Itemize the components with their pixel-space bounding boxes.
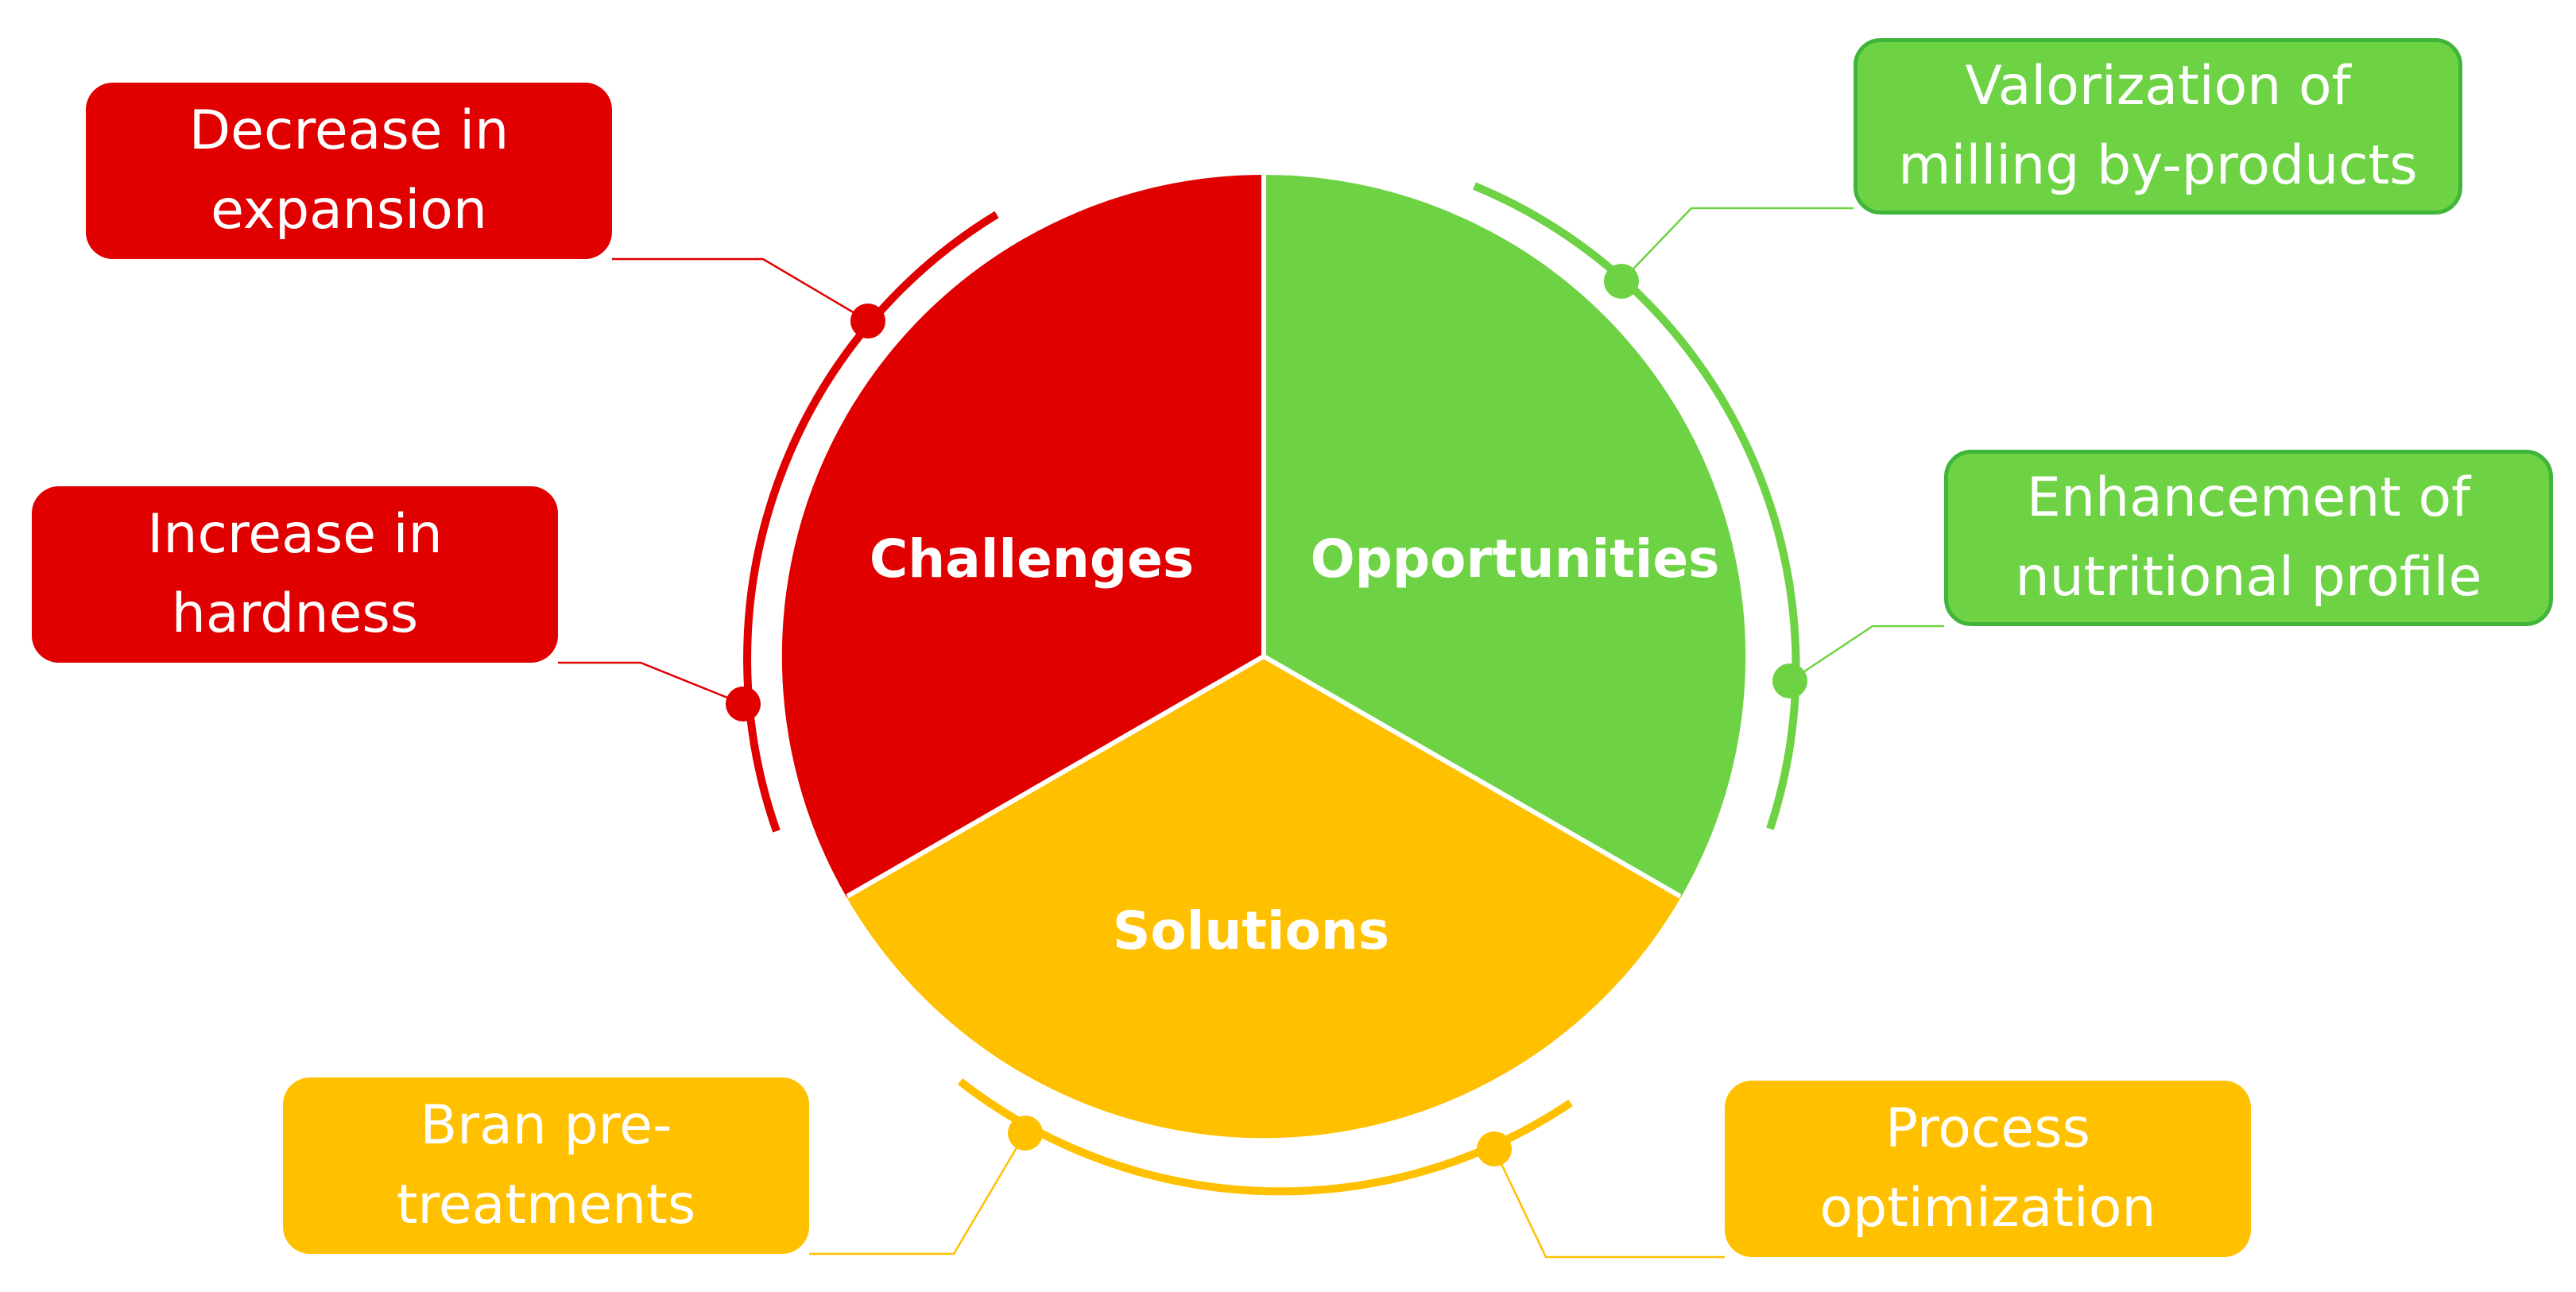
decrease-in-expansion-box: Decrease in expansion: [86, 83, 612, 259]
connector-lines: [558, 207, 1944, 1259]
increase-connector-dot: [726, 687, 761, 721]
box-line-2: optimization: [1819, 1177, 2156, 1240]
enhancement-connector-dot: [1772, 663, 1807, 698]
box-line-1: Valorization of: [1965, 55, 2351, 118]
solutions-label: Solutions: [1113, 900, 1389, 961]
box-line-2: treatments: [396, 1174, 696, 1236]
box-line-2: hardness: [171, 582, 419, 645]
opportunities-segment: [1264, 174, 1746, 897]
box-line-1: Bran pre-: [420, 1094, 672, 1157]
bran-pretreatments-box: Bran pre- treatments: [283, 1077, 809, 1254]
opportunities-label: Opportunities: [1311, 528, 1720, 590]
process-optimization-box: Process optimization: [1725, 1081, 2251, 1257]
process-connector-dot: [1477, 1131, 1512, 1166]
valorization-box: Valorization of milling by-products: [1854, 38, 2462, 215]
box-line-1: Process: [1885, 1097, 2090, 1160]
increase-in-hardness-box: Increase in hardness: [32, 486, 558, 663]
opportunities-arc: [1473, 182, 1800, 830]
decrease-connector-dot: [850, 304, 885, 338]
box-line-1: Decrease in: [188, 99, 509, 162]
bran-connector-dot: [1008, 1116, 1043, 1151]
box-line-2: milling by-products: [1898, 134, 2418, 197]
challenges-label: Challenges: [870, 528, 1194, 590]
segment-dividers: [846, 173, 1682, 899]
box-line-2: expansion: [211, 179, 487, 242]
challenges-segment: [781, 174, 1264, 897]
enhancement-box: Enhancement of nutritional profile: [1944, 450, 2553, 626]
box-line-1: Increase in: [147, 503, 443, 566]
valorization-connector-dot: [1604, 264, 1639, 299]
box-line-1: Enhancement of: [2026, 466, 2471, 529]
box-line-2: nutritional profile: [2015, 546, 2482, 609]
challenges-arc: [743, 211, 999, 833]
